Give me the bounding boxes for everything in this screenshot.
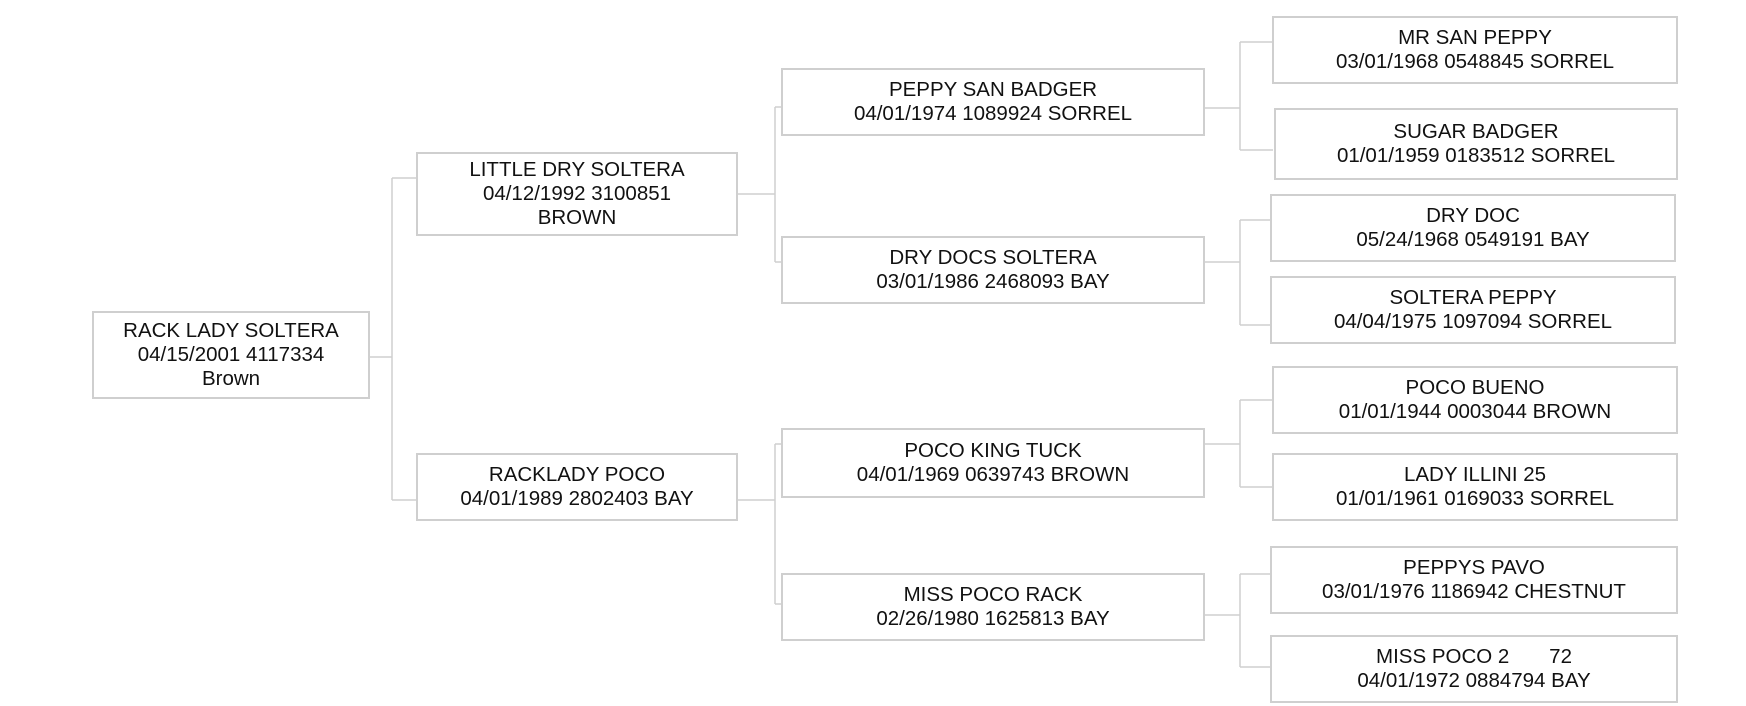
- horse-name: LITTLE DRY SOLTERA: [469, 158, 685, 181]
- horse-name: POCO BUENO: [1405, 376, 1545, 399]
- horse-details: 04/04/1975 1097094 SORREL: [1333, 310, 1613, 333]
- horse-name: MISS POCO 2 72: [1376, 645, 1572, 668]
- horse-details: 04/15/2001 4117334: [137, 343, 325, 366]
- horse-box-sd-sire: DRY DOC 05/24/1968 0549191 BAY: [1270, 194, 1676, 262]
- horse-color: BROWN: [537, 206, 617, 229]
- horse-details: 01/01/1961 0169033 SORREL: [1335, 487, 1615, 510]
- horse-box-sd-dam: SOLTERA PEPPY 04/04/1975 1097094 SORREL: [1270, 276, 1676, 344]
- horse-box-dam: RACKLADY POCO 04/01/1989 2802403 BAY: [416, 453, 738, 521]
- horse-name: PEPPYS PAVO: [1403, 556, 1545, 579]
- horse-box-sire: LITTLE DRY SOLTERA 04/12/1992 3100851 BR…: [416, 152, 738, 236]
- horse-name: LADY ILLINI 25: [1403, 463, 1547, 486]
- horse-details: 04/01/1969 0639743 BROWN: [856, 463, 1130, 486]
- horse-name: MISS POCO RACK: [903, 583, 1083, 606]
- horse-name: PEPPY SAN BADGER: [888, 78, 1098, 101]
- horse-name: RACK LADY SOLTERA: [123, 319, 339, 342]
- horse-box-dd-sire: PEPPYS PAVO 03/01/1976 1186942 CHESTNUT: [1270, 546, 1678, 614]
- horse-details: 03/01/1968 0548845 SORREL: [1335, 50, 1615, 73]
- horse-details: 02/26/1980 1625813 BAY: [876, 607, 1110, 630]
- horse-details: 01/01/1944 0003044 BROWN: [1338, 400, 1612, 423]
- horse-box-ds-dam: LADY ILLINI 25 01/01/1961 0169033 SORREL: [1272, 453, 1678, 521]
- horse-name: MR SAN PEPPY: [1398, 26, 1552, 49]
- horse-details: 04/01/1972 0884794 BAY: [1357, 669, 1591, 692]
- horse-name: RACKLADY POCO: [488, 463, 666, 486]
- horse-box-sire-sire: PEPPY SAN BADGER 04/01/1974 1089924 SORR…: [781, 68, 1205, 136]
- horse-box-subject: RACK LADY SOLTERA 04/15/2001 4117334 Bro…: [92, 311, 370, 399]
- horse-details: 03/01/1976 1186942 CHESTNUT: [1322, 580, 1626, 603]
- horse-details: 04/12/1992 3100851: [482, 182, 672, 205]
- horse-name: SUGAR BADGER: [1393, 120, 1559, 143]
- horse-name: DRY DOCS SOLTERA: [889, 246, 1097, 269]
- horse-box-ds-sire: POCO BUENO 01/01/1944 0003044 BROWN: [1272, 366, 1678, 434]
- horse-color: Brown: [201, 367, 261, 390]
- horse-details: 03/01/1986 2468093 BAY: [876, 270, 1110, 293]
- horse-details: 05/24/1968 0549191 BAY: [1356, 228, 1590, 251]
- horse-box-sire-dam: DRY DOCS SOLTERA 03/01/1986 2468093 BAY: [781, 236, 1205, 304]
- horse-details: 04/01/1989 2802403 BAY: [460, 487, 694, 510]
- horse-box-ss-sire: MR SAN PEPPY 03/01/1968 0548845 SORREL: [1272, 16, 1678, 84]
- horse-name: SOLTERA PEPPY: [1389, 286, 1557, 309]
- horse-box-dam-dam: MISS POCO RACK 02/26/1980 1625813 BAY: [781, 573, 1205, 641]
- horse-name: POCO KING TUCK: [904, 439, 1082, 462]
- horse-box-dam-sire: POCO KING TUCK 04/01/1969 0639743 BROWN: [781, 428, 1205, 498]
- horse-details: 04/01/1974 1089924 SORREL: [853, 102, 1133, 125]
- horse-box-dd-dam: MISS POCO 2 72 04/01/1972 0884794 BAY: [1270, 635, 1678, 703]
- horse-details: 01/01/1959 0183512 SORREL: [1336, 144, 1616, 167]
- horse-name: DRY DOC: [1426, 204, 1520, 227]
- horse-box-ss-dam: SUGAR BADGER 01/01/1959 0183512 SORREL: [1274, 108, 1678, 180]
